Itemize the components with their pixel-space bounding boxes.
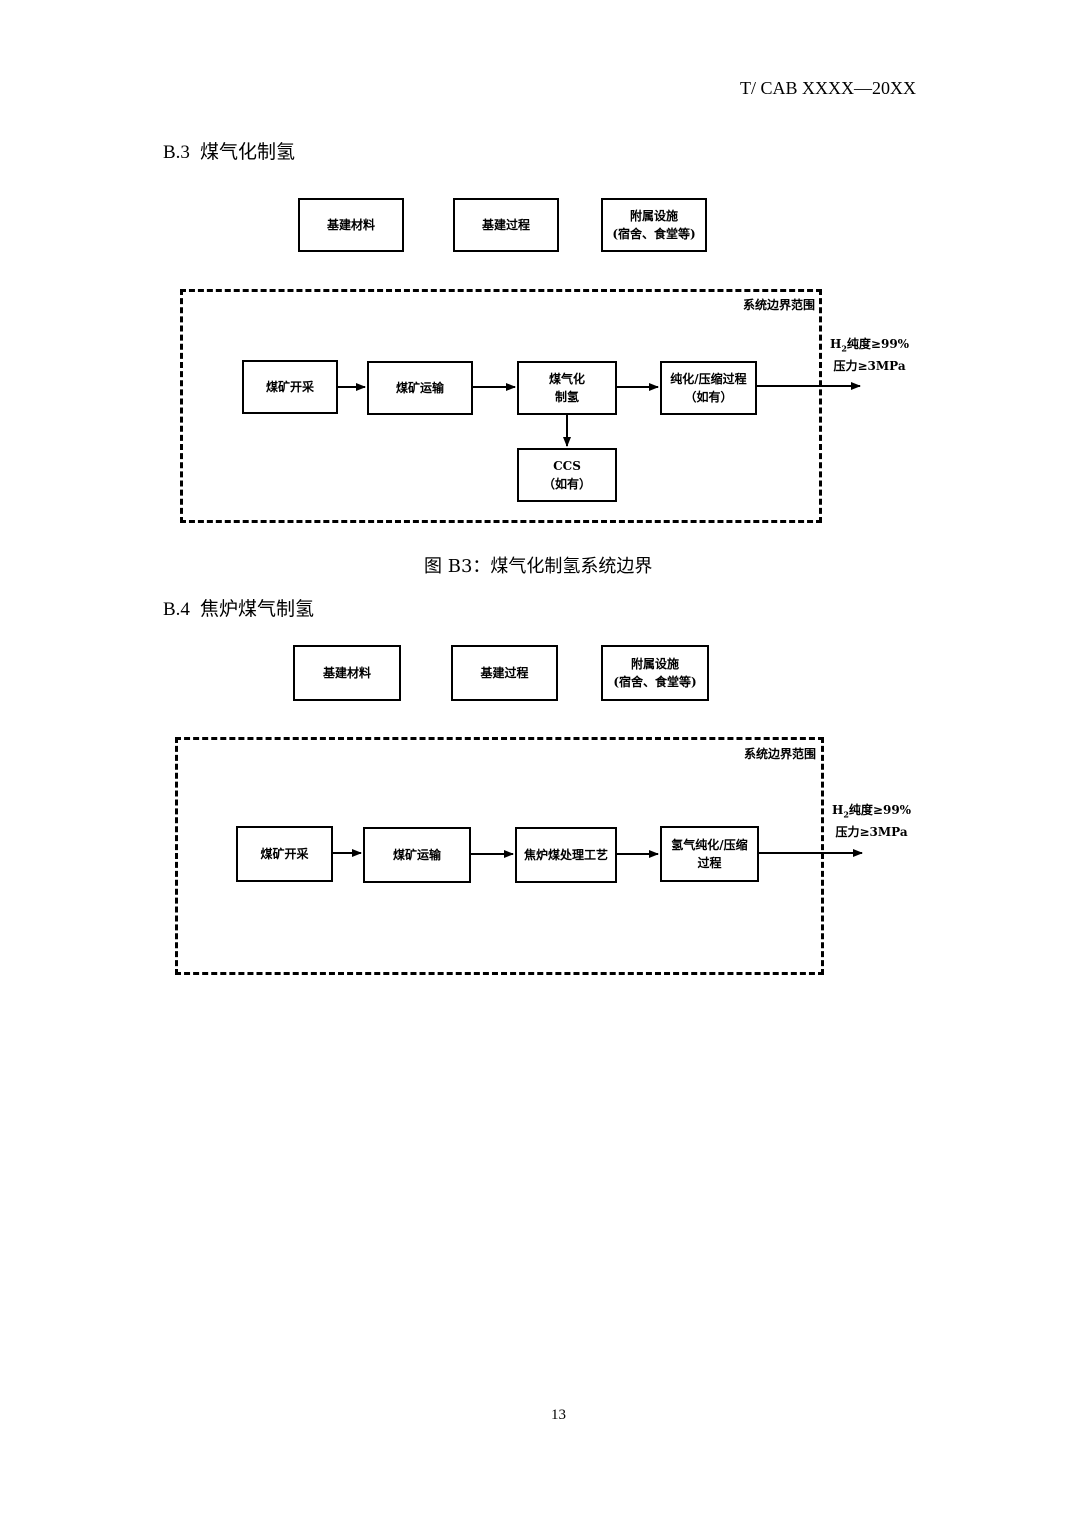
output-purity: H2纯度≥99% <box>830 337 910 354</box>
section-number: B.4 <box>163 599 190 620</box>
coal-mining-box: 煤矿开采 <box>236 826 333 882</box>
system-boundary <box>180 289 822 523</box>
output-spec: H2纯度≥99% 压力≥3MPa <box>832 801 911 841</box>
box-label: 附属设施 <box>630 657 679 671</box>
infra-materials-box: 基建材料 <box>293 645 401 701</box>
box-label: 煤矿开采 <box>260 847 309 861</box>
infra-process-box: 基建过程 <box>453 198 559 252</box>
box-label: 过程 <box>697 856 722 870</box>
box-label: 附属设施 <box>629 209 678 223</box>
auxiliary-facilities-box: 附属设施 (宿舍、食堂等) <box>601 645 709 701</box>
box-label: 基建过程 <box>481 218 530 232</box>
box-label: 焦炉煤处理工艺 <box>523 848 608 862</box>
auxiliary-facilities-box: 附属设施 (宿舍、食堂等) <box>601 198 707 252</box>
output-spec: H2纯度≥99% 压力≥3MPa <box>830 335 909 375</box>
system-boundary <box>175 737 824 975</box>
box-label: （如有） <box>542 477 591 491</box>
box-label: 煤矿开采 <box>265 380 314 394</box>
box-label: 基建过程 <box>480 666 529 680</box>
box-label: 制氢 <box>554 390 579 404</box>
coke-oven-process-box: 焦炉煤处理工艺 <box>515 827 617 883</box>
box-sublabel: (宿舍、食堂等) <box>612 227 696 241</box>
section-b3-title: B.3 煤气化制氢 <box>163 137 295 164</box>
box-label: 纯化/压缩过程 <box>670 372 747 386</box>
coal-gasification-box: 煤气化 制氢 <box>517 361 617 415</box>
output-purity: H2纯度≥99% <box>832 803 912 820</box>
document-code: T/ CAB XXXX—20XX <box>739 78 916 98</box>
box-label: 基建材料 <box>326 218 375 232</box>
box-label: 煤矿运输 <box>392 848 441 862</box>
box-label: 氢气纯化/压缩 <box>671 838 748 852</box>
boundary-label: 系统边界范围 <box>743 298 816 312</box>
output-pressure: 压力≥3MPa <box>835 825 908 840</box>
page-number: 13 <box>551 1407 566 1423</box>
box-sublabel: (宿舍、食堂等) <box>613 675 697 689</box>
purification-box: 纯化/压缩过程 （如有） <box>660 361 757 415</box>
figure-caption: 图 B3：煤气化制氢系统边界 <box>424 556 653 577</box>
box-label: 煤气化 <box>548 372 585 386</box>
infra-materials-box: 基建材料 <box>298 198 404 252</box>
section-b4-title: B.4 焦炉煤气制氢 <box>163 594 314 621</box>
section-title-text: 煤气化制氢 <box>199 141 295 163</box>
box-label: CCS <box>553 459 581 473</box>
output-pressure: 压力≥3MPa <box>833 359 906 374</box>
box-label: 煤矿运输 <box>395 381 444 395</box>
coal-transport-box: 煤矿运输 <box>363 827 471 883</box>
section-title-text: 焦炉煤气制氢 <box>199 598 314 620</box>
ccs-box: CCS （如有） <box>517 448 617 502</box>
infra-process-box: 基建过程 <box>451 645 558 701</box>
boundary-label: 系统边界范围 <box>744 747 817 761</box>
box-label: （如有） <box>684 390 733 404</box>
section-number: B.3 <box>163 142 190 163</box>
coal-transport-box: 煤矿运输 <box>367 361 473 415</box>
coal-mining-box: 煤矿开采 <box>242 360 338 414</box>
hydrogen-purification-box: 氢气纯化/压缩 过程 <box>660 826 759 882</box>
box-label: 基建材料 <box>322 666 371 680</box>
